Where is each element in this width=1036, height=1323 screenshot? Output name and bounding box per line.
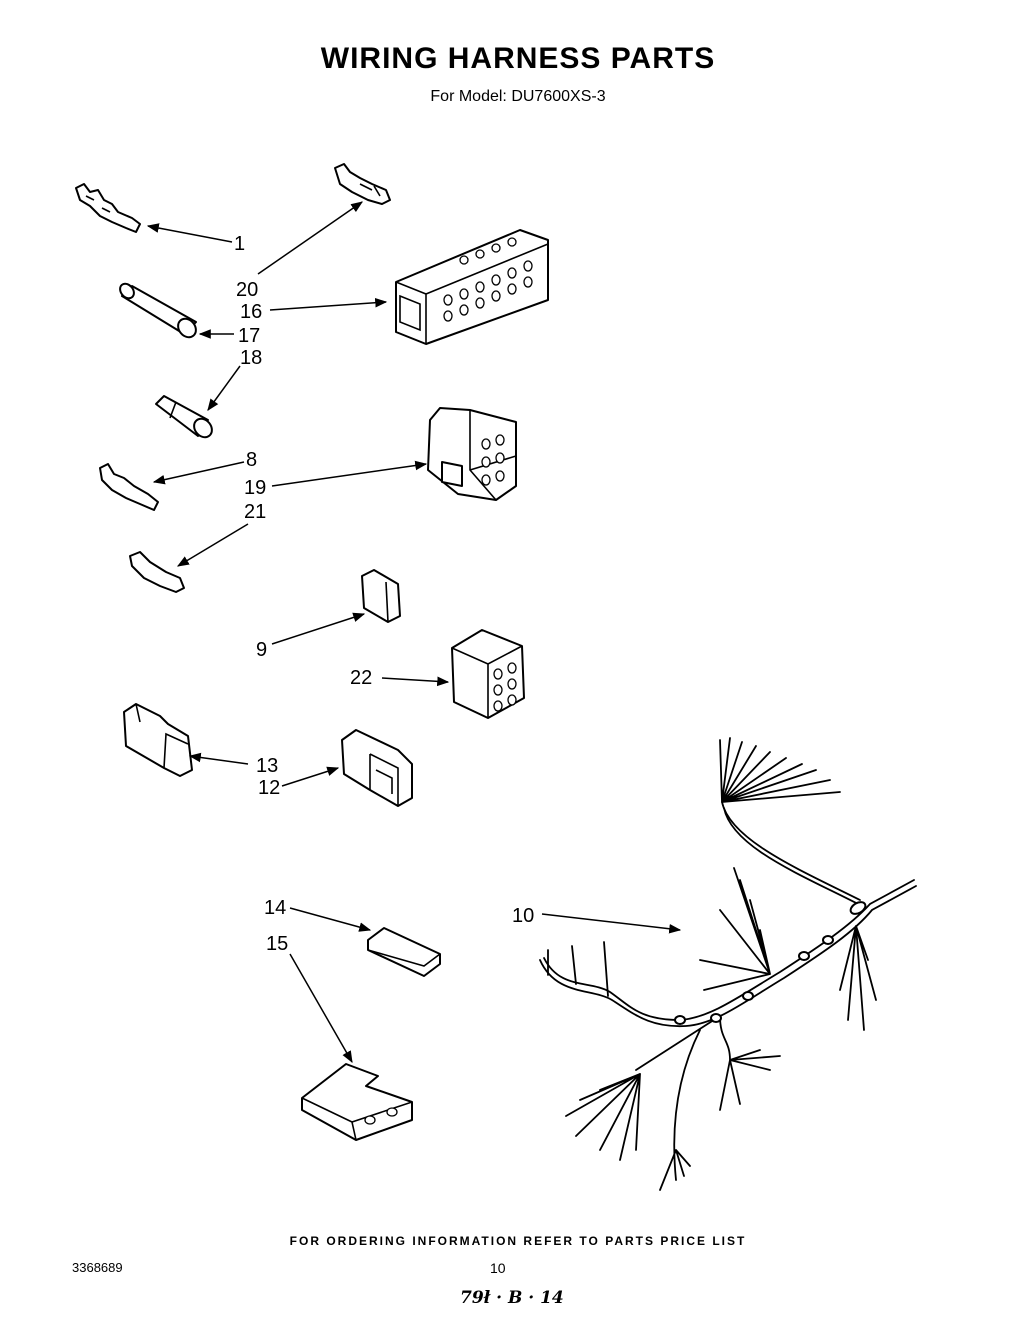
part-19-connector-block [427, 407, 517, 501]
part-21-terminal [129, 551, 185, 593]
part-8-terminal [99, 463, 159, 511]
callout-19: 19 [244, 477, 266, 499]
callout-9: 9 [256, 639, 267, 661]
part-1-terminal [75, 183, 141, 233]
part-13-connector-housing [123, 703, 193, 777]
callout-1: 1 [234, 233, 245, 255]
callout-10: 10 [512, 905, 534, 927]
callout-12: 12 [258, 777, 280, 799]
callout-14: 14 [264, 897, 286, 919]
leader-lines [146, 201, 682, 1064]
callout-17: 17 [238, 325, 260, 347]
part-22-connector [451, 629, 525, 719]
callout-22: 22 [350, 667, 372, 689]
callout-8: 8 [246, 449, 257, 471]
handwritten-note: 79ł · B · 14 [460, 1288, 564, 1308]
part-17-sleeve [119, 282, 197, 339]
part-18-ferrule [155, 395, 213, 439]
callout-18: 18 [240, 347, 262, 369]
part-10-wire-harness [539, 737, 917, 1191]
part-15-connector-body [301, 1063, 413, 1141]
callout-21: 21 [244, 501, 266, 523]
ordering-notice: FOR ORDERING INFORMATION REFER TO PARTS … [289, 1234, 747, 1248]
part-16-pin-holes [443, 237, 533, 322]
part-16-connector-housing [395, 229, 549, 345]
document-number: 3368689 [72, 1260, 123, 1275]
model-subtitle: For Model: DU7600XS-3 [430, 88, 606, 105]
callout-16: 16 [240, 301, 262, 323]
callout-20: 20 [236, 279, 258, 301]
callout-13: 13 [256, 755, 278, 777]
page-title: WIRING HARNESS PARTS [320, 42, 716, 75]
part-12-connector-housing [341, 729, 413, 807]
callout-15: 15 [266, 933, 288, 955]
page-number: 10 [490, 1260, 506, 1276]
part-14-clip [367, 927, 441, 977]
part-9-small-connector [361, 569, 401, 623]
part-20-terminal [334, 163, 391, 205]
